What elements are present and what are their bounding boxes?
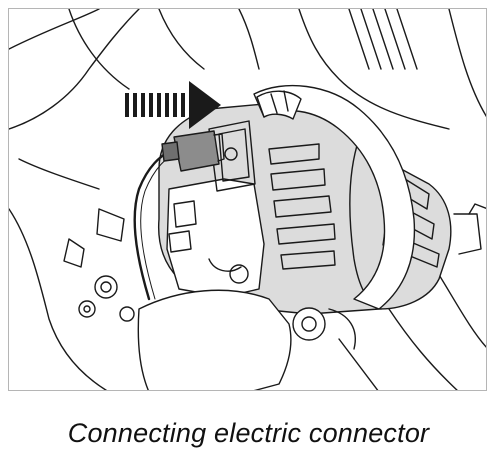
- figure-caption: Connecting electric connector: [67, 418, 430, 448]
- coolant-hose: [253, 84, 416, 310]
- dashed-arrow-right-icon: [125, 81, 221, 129]
- illustration-frame: [8, 8, 487, 391]
- alternator-body: [157, 102, 486, 315]
- alternator-connector-illustration: [9, 9, 486, 390]
- mounting-bolts: [63, 208, 135, 322]
- lower-bracket: [137, 289, 356, 390]
- engine-bay-background: [9, 9, 486, 390]
- electric-connector: [133, 130, 225, 301]
